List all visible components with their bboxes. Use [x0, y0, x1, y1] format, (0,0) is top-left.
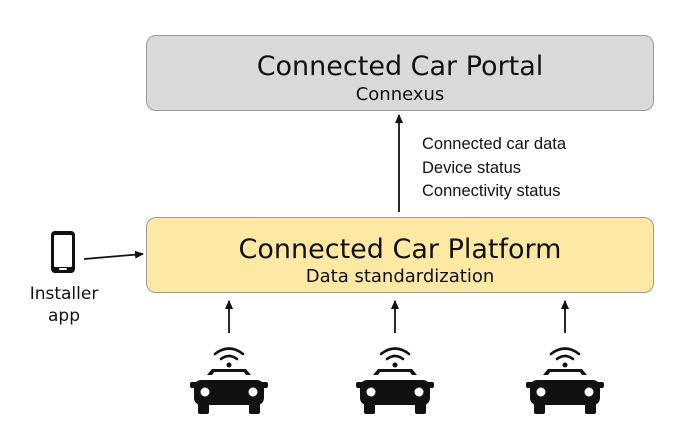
smartphone-icon: [51, 231, 75, 273]
connected-car-icon: [188, 347, 270, 416]
installer-app-label: Installer app: [16, 283, 112, 327]
portal-title: Connected Car Portal: [256, 51, 544, 82]
platform-title: Connected Car Platform: [238, 234, 562, 265]
connected-car-portal-box: Connected Car Portal Connexus: [146, 35, 654, 111]
platform-subtitle: Data standardization: [305, 266, 495, 287]
uplink-data-labels: Connected car data Device status Connect…: [422, 133, 566, 204]
uplink-label-device-status: Device status: [422, 158, 522, 177]
installer-label-line2: app: [48, 306, 80, 326]
uplink-label-car-data: Connected car data: [422, 135, 567, 153]
connected-car-icon: [354, 347, 436, 416]
connected-car-icon: [524, 347, 606, 416]
connected-car-platform-box: Connected Car Platform Data standardizat…: [146, 217, 654, 293]
portal-subtitle: Connexus: [355, 84, 445, 105]
installer-to-platform-arrow: [83, 250, 144, 260]
uplink-label-connectivity-status: Connectivity status: [422, 182, 561, 200]
installer-label-line1: Installer: [29, 284, 99, 304]
